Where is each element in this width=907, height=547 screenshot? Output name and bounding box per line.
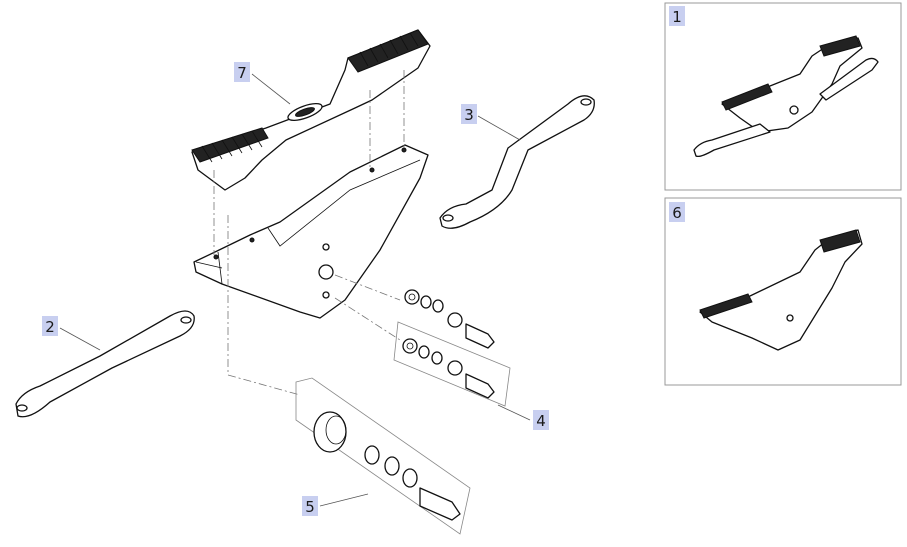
callout-6-label: 6	[672, 204, 682, 222]
assembly-thumbnail-6-art	[699, 229, 863, 351]
assembly-thumbnail-1-art	[693, 35, 879, 158]
part-4-hardware-kit	[393, 289, 511, 407]
callout-5: 5	[302, 496, 318, 516]
callout-2: 2	[42, 316, 58, 336]
callout-3-label: 3	[464, 106, 474, 124]
callout-3: 3	[461, 104, 477, 124]
bracket-plate	[193, 144, 429, 319]
assembly-thumbnail-6-frame	[664, 197, 902, 386]
part-2-lever-arm	[15, 310, 195, 418]
callout-1-label: 1	[672, 8, 682, 26]
part-7-footrest-pad	[191, 29, 431, 191]
callout-4: 4	[533, 410, 549, 430]
leader-lines	[59, 73, 531, 507]
callout-7: 7	[234, 62, 250, 82]
callout-6: 6	[669, 202, 685, 222]
assembly-thumbnail-1-frame	[664, 2, 902, 191]
callout-1: 1	[669, 6, 685, 26]
alignment-lines	[213, 70, 405, 396]
callout-5-label: 5	[305, 498, 315, 516]
callout-2-label: 2	[45, 318, 55, 336]
callout-4-label: 4	[536, 412, 546, 430]
part-5-bushing-kit	[295, 377, 471, 535]
part-3-lever-arm	[439, 95, 595, 229]
callout-7-label: 7	[237, 64, 247, 82]
